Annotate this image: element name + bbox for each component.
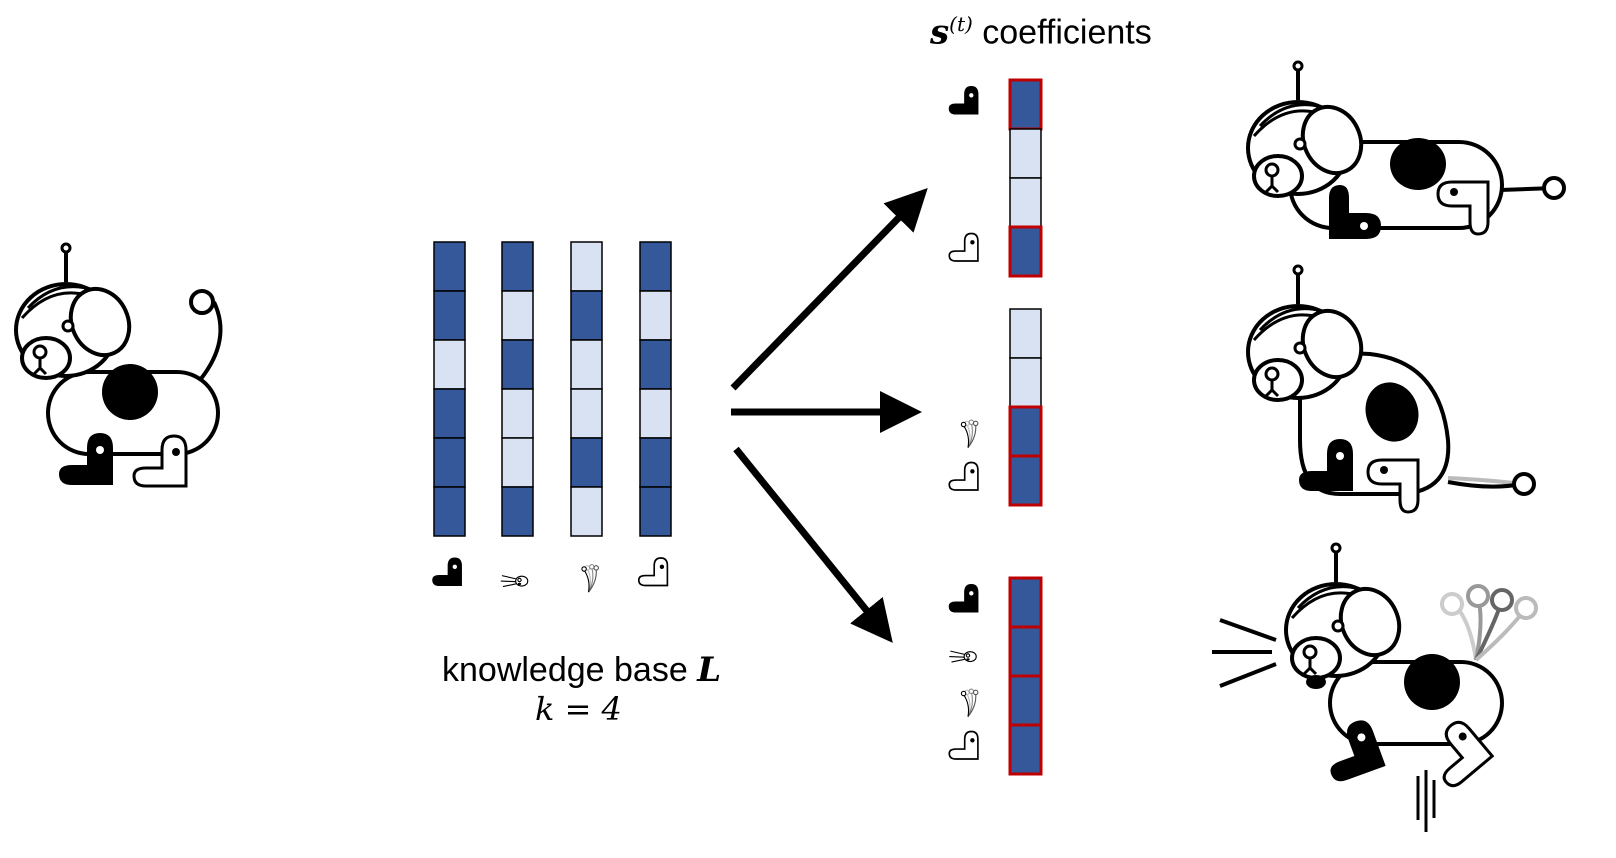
sit-task-coef-3	[1008, 405, 1043, 458]
coefficient-vectors	[1008, 78, 1043, 776]
kb-cell-4-3	[639, 339, 672, 390]
knowledge-base-column-icons	[432, 557, 669, 593]
dark-foot-icon	[948, 85, 979, 115]
bark-jump-task-coef-3	[1008, 674, 1043, 727]
bark-jump-task-coef-4	[1008, 723, 1043, 776]
crawl-task-coef-4	[1008, 225, 1043, 278]
sit-task-coef-4	[1008, 454, 1043, 507]
kb-cell-3-1	[570, 241, 603, 292]
coefficients-superscript: (t)	[949, 12, 973, 36]
kb-cell-2-2	[501, 290, 534, 341]
kb-cell-4-1	[639, 241, 672, 292]
kb-cell-1-5	[433, 437, 466, 488]
arrow-to-crawl-task	[730, 187, 928, 391]
kb-cell-3-3	[570, 339, 603, 390]
bark-sound-icon	[500, 575, 529, 588]
light-foot-icon	[948, 730, 979, 760]
sit-task-coef-2	[1009, 357, 1042, 408]
kb-cell-1-6	[433, 486, 466, 537]
wagging-tail-icon	[960, 688, 979, 718]
kb-cell-4-4	[639, 388, 672, 439]
knowledge-base-text: knowledge base	[442, 651, 688, 689]
kb-cell-2-5	[501, 437, 534, 488]
task-arrows	[730, 187, 928, 643]
bark-jump-task-coefficient-vector	[1008, 576, 1043, 776]
dark-foot-icon	[432, 557, 462, 587]
kb-cell-1-1	[433, 241, 466, 292]
kb-cell-4-6	[639, 486, 672, 537]
coefficient-component-icons	[948, 85, 979, 760]
kb-cell-4-2	[639, 290, 672, 341]
light-foot-icon	[637, 557, 669, 587]
kb-cell-3-6	[570, 486, 603, 537]
light-foot-icon	[948, 461, 979, 491]
dark-foot-icon	[948, 583, 979, 613]
bark-jump-task-coef-2	[1008, 625, 1043, 678]
crawling-robot-dog-illustration	[1246, 60, 1566, 239]
knowledge-base-symbol: L	[697, 650, 722, 690]
kb-cell-2-1	[501, 241, 534, 292]
coefficients-symbol: s	[930, 12, 950, 53]
wagging-tail-icon	[960, 419, 979, 449]
barking-jumping-robot-dog-illustration	[1212, 542, 1538, 832]
kb-cell-2-4	[501, 388, 534, 439]
kb-cell-3-4	[570, 388, 603, 439]
kb-cell-4-5	[639, 437, 672, 488]
crawl-task-coefficient-vector	[1008, 78, 1043, 278]
sitting-robot-dog-illustration	[1246, 264, 1536, 514]
crawl-task-coef-3	[1009, 177, 1042, 228]
bark-jump-task-coef-1	[1008, 576, 1043, 629]
knowledge-base-label: knowledge base L	[442, 650, 721, 690]
bark-sound-icon	[948, 650, 977, 663]
arrow-to-bark-jump-task	[733, 446, 893, 643]
kb-cell-2-6	[501, 486, 534, 537]
crawl-task-coef-2	[1009, 128, 1042, 179]
standing-robot-dog-illustration	[14, 242, 223, 488]
sit-task-coef-1	[1009, 308, 1042, 359]
k-value-label: k = 4	[535, 690, 622, 728]
wagging-tail-icon	[581, 564, 599, 593]
kb-cell-3-2	[570, 290, 603, 341]
kb-cell-1-4	[433, 388, 466, 439]
coefficients-header: s(t) coefficients	[930, 12, 1152, 52]
crawl-task-coef-1	[1008, 78, 1043, 131]
light-foot-icon	[948, 232, 979, 262]
kb-cell-2-3	[501, 339, 534, 390]
knowledge-base-matrix	[433, 241, 672, 537]
kb-cell-1-2	[433, 290, 466, 341]
kb-cell-3-5	[570, 437, 603, 488]
sit-task-coefficient-vector	[1008, 308, 1043, 507]
coefficients-label: coefficients	[982, 13, 1152, 52]
kb-cell-1-3	[433, 339, 466, 390]
